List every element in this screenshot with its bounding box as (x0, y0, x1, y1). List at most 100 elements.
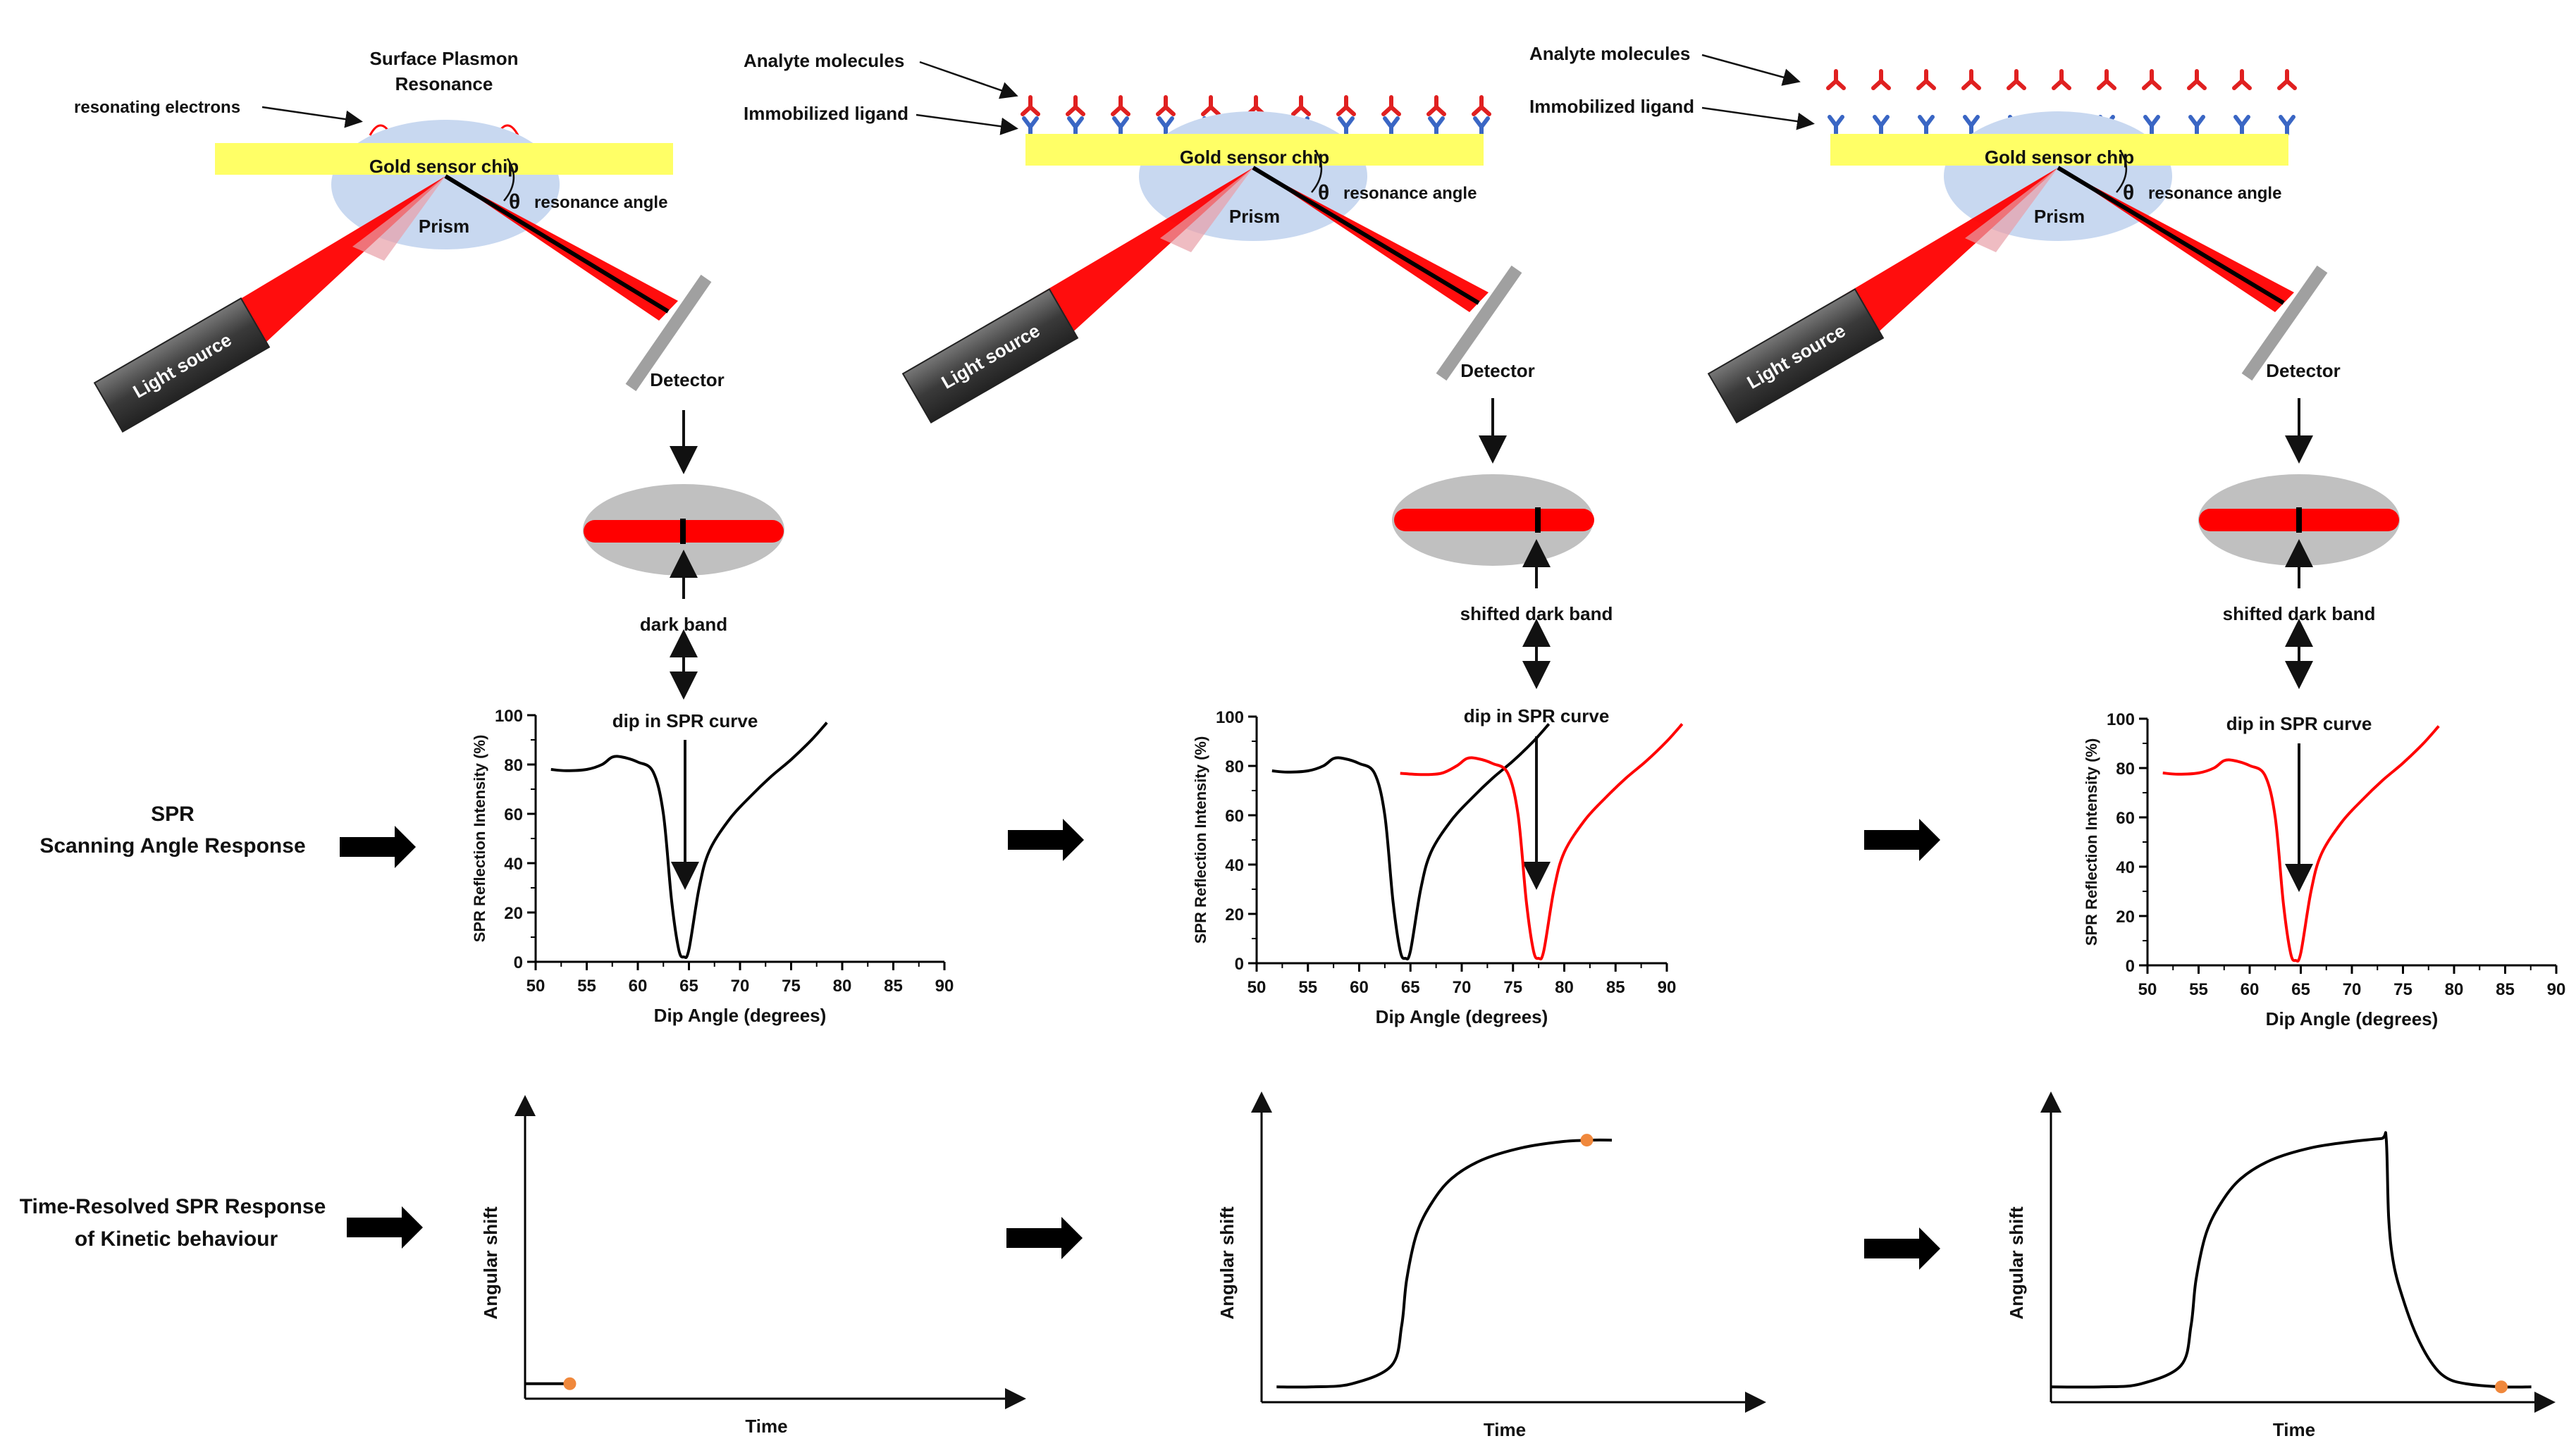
y-tick-label: 60 (1225, 807, 1244, 826)
y-tick-label: 40 (504, 855, 523, 874)
ligand-icon (1067, 116, 1084, 137)
y-axis-label: Angular shift (2006, 1206, 2027, 1320)
x-tick-label: 70 (2343, 980, 2362, 999)
series-line-1 (1400, 723, 1684, 960)
analyte-icon (1871, 69, 1891, 90)
kinetic-chart-1: Time Angular shift (480, 1095, 1026, 1437)
ligand-icon (1112, 116, 1129, 137)
dark-band-label: dark band (640, 614, 727, 635)
ligand-icon (2279, 115, 2295, 136)
gold-chip-label-1: Gold sensor chip (369, 156, 519, 177)
prism-label-1: Prism (419, 216, 469, 237)
x-tick-label: 70 (731, 977, 750, 996)
analyte-icon (1291, 95, 1311, 116)
x-tick-label: 75 (1503, 978, 1522, 997)
row-arrow-scan-3 (1864, 819, 1940, 861)
light-source-1: Light source (93, 297, 271, 433)
x-tick-label: 65 (2291, 980, 2310, 999)
x-tick-label: 80 (2445, 980, 2464, 999)
y-tick-label: 60 (504, 805, 523, 824)
y-tick-label: 20 (2116, 908, 2135, 927)
analyte-icon (2097, 69, 2116, 90)
ligand-icon (1473, 116, 1490, 137)
series-line-0 (2162, 725, 2440, 963)
analyte-icon (1472, 95, 1491, 116)
x-tick-label: 80 (833, 977, 852, 996)
resonance-angle-label-1: resonance angle (534, 193, 667, 212)
time-marker-dot (2495, 1380, 2508, 1394)
ligand-icon (1428, 116, 1445, 137)
time-marker-dot (1580, 1134, 1594, 1147)
analyte-icon (1961, 69, 1981, 90)
scanning-label-line2: Scanning Angle Response (39, 834, 305, 858)
y-tick-label: 80 (504, 756, 523, 775)
gold-chip-label-3: Gold sensor chip (1985, 147, 2134, 168)
ligand-icon (2233, 115, 2250, 136)
row-arrow-scan-2 (1008, 819, 1084, 861)
resonating-electrons-label: resonating electrons (74, 98, 240, 117)
setup-panel-3: Analyte molecules Immobilized ligand Gol… (1529, 43, 2400, 689)
analyte-icon (2142, 69, 2162, 90)
shifted-dark-band-label-3: shifted dark band (2223, 603, 2376, 624)
analyte-icon (1111, 95, 1130, 116)
analyte-icon (2232, 69, 2252, 90)
x-axis-label: Time (745, 1416, 787, 1437)
detector-label-2: Detector (1460, 360, 1534, 381)
series-line-0 (1276, 1138, 1613, 1389)
analyte-icon (1021, 95, 1040, 116)
analyte-icon (1916, 69, 1936, 90)
y-axis-label: Angular shift (480, 1206, 501, 1320)
y-axis-label: Angular shift (1216, 1206, 1238, 1320)
x-tick-label: 80 (1555, 978, 1574, 997)
immobilized-ligand-label-3: Immobilized ligand (1529, 96, 1694, 117)
x-axis-label: Time (2273, 1419, 2315, 1440)
x-tick-label: 50 (1247, 978, 1267, 997)
y-tick-label: 0 (2126, 957, 2135, 976)
y-tick-label: 0 (1235, 955, 1244, 974)
x-tick-label: 55 (577, 977, 596, 996)
detector-plate-1 (625, 274, 712, 392)
gold-sensor-chip-3 (1830, 134, 2288, 166)
detector-label-1: Detector (650, 369, 724, 390)
reflected-dark-line-1 (444, 174, 670, 314)
x-tick-label: 90 (2547, 980, 2566, 999)
theta-label-2: θ (1318, 181, 1329, 204)
analyte-icon (1826, 69, 1846, 90)
time-marker-dot (563, 1377, 577, 1390)
dip-label-1: dip in SPR curve (612, 710, 758, 731)
analyte-icon (1156, 95, 1176, 116)
y-axis-label: SPR Reflection Intensity (%) (2083, 738, 2100, 946)
immobilized-ligand-label-2: Immobilized ligand (744, 103, 908, 124)
analyte-icon (2277, 69, 2297, 90)
gold-sensor-chip-2 (1025, 134, 1484, 166)
gold-sensor-chip-1 (215, 143, 673, 175)
ligand-icon (1338, 116, 1355, 137)
ligand-icon (1918, 115, 1935, 136)
analyte-molecules-label-2: Analyte molecules (744, 50, 904, 71)
analyte-icon (2052, 69, 2071, 90)
analyte-icon (1066, 95, 1085, 116)
x-tick-label: 70 (1453, 978, 1472, 997)
x-tick-label: 65 (679, 977, 698, 996)
theta-label-3: θ (2123, 181, 2134, 204)
analyte-icon (1201, 95, 1221, 116)
y-tick-label: 100 (2107, 710, 2135, 729)
dark-band-mark-1 (680, 519, 686, 544)
row-arrow-time-1 (347, 1206, 423, 1249)
x-tick-label: 85 (2496, 980, 2515, 999)
gold-chip-label-2: Gold sensor chip (1180, 147, 1329, 168)
shifted-dark-band-mark-2 (1535, 507, 1541, 533)
x-tick-label: 75 (782, 977, 801, 996)
x-tick-label: 85 (884, 977, 903, 996)
surface-plasmon-label: Surface Plasmon (370, 48, 519, 69)
y-tick-label: 100 (1216, 708, 1244, 727)
dark-band-mark-3 (2296, 507, 2302, 533)
x-tick-label: 90 (1658, 978, 1677, 997)
detector-plate-3 (2241, 265, 2328, 381)
ligand-icon (2143, 115, 2160, 136)
reflection-band-2 (1394, 509, 1594, 531)
series-line-0 (550, 722, 828, 959)
